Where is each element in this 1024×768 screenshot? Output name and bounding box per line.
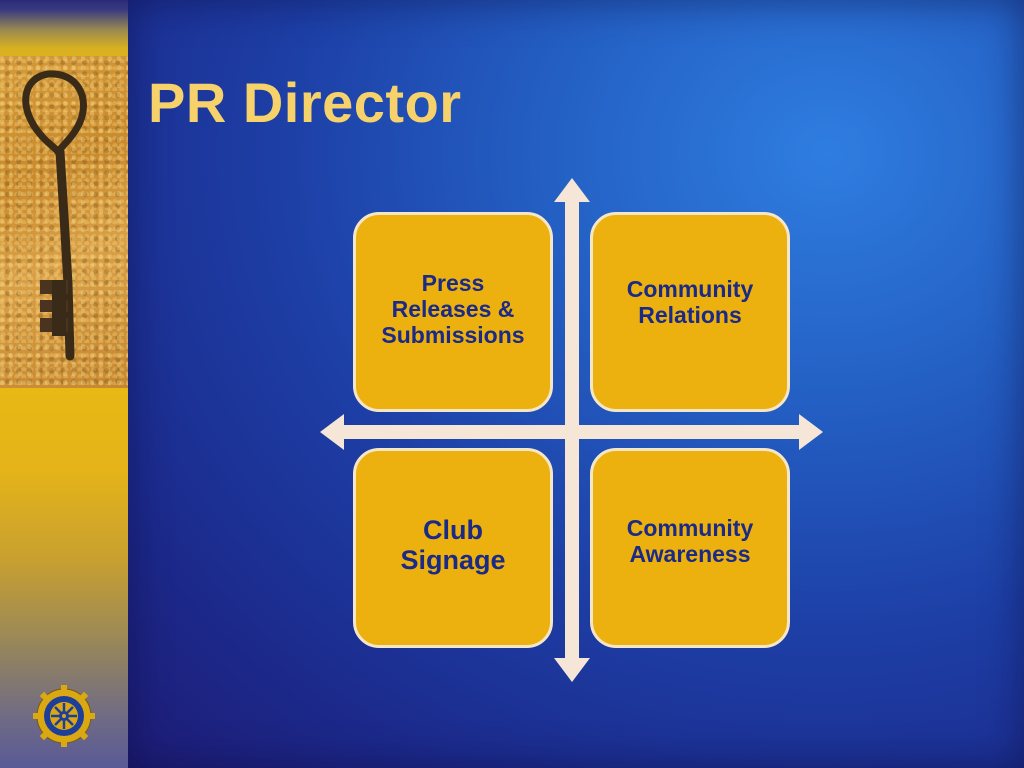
quadrant-press-releases: Press Releases & Submissions	[353, 212, 553, 412]
quadrant-label: Community Awareness	[626, 515, 754, 567]
slide-title: PR Director	[148, 71, 462, 134]
quadrant-club-signage: Club Signage	[353, 448, 553, 648]
quadrant-label: Press Releases & Submissions	[381, 270, 525, 348]
quadrant-label: Club Signage	[400, 515, 506, 575]
quadrant-community-relations: Community Relations	[590, 212, 790, 412]
antique-key-icon	[22, 70, 87, 361]
quadrant-community-awareness: Community Awareness	[590, 448, 790, 648]
sidebar	[0, 0, 128, 768]
key-photo	[0, 56, 128, 388]
rotary-wheel-icon	[33, 685, 95, 747]
quadrant-label: Community Relations	[626, 276, 754, 328]
